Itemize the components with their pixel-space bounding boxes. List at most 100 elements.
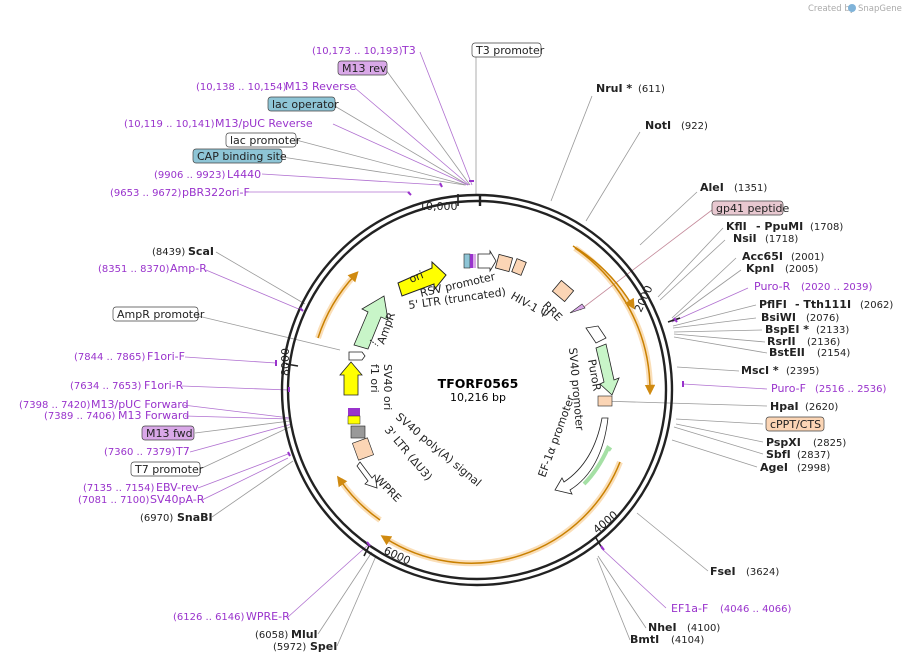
svg-text:(2133): (2133) [816,325,849,336]
feature-box[interactable]: AmpR promoter [112,306,205,322]
svg-text:(3624): (3624) [746,567,779,578]
feature-box[interactable]: T7 promoter [130,461,204,477]
svg-text:AmpR promoter: AmpR promoter [117,308,205,321]
enzyme-label[interactable]: AgeI (2998) [760,461,830,474]
svg-text:(7135 .. 7154): (7135 .. 7154) [83,483,155,494]
svg-text:(7634 .. 7653): (7634 .. 7653) [70,381,142,392]
orf-arcs [315,245,656,567]
svg-text:T7 promoter: T7 promoter [134,463,204,476]
tick-label: 4000 [591,508,621,536]
enzyme-label[interactable]: (5972) SpeI [273,640,337,653]
feature-box[interactable]: cPPT/CTS [765,416,825,432]
svg-text:MluI: MluI [291,628,318,641]
primer-label[interactable]: (7634 .. 7653) F1ori-R [70,379,184,392]
enzyme-label[interactable]: AleI (1351) [700,181,767,194]
svg-text:(4100): (4100) [687,623,720,634]
enzyme-label[interactable]: RsrII (2136) [767,335,840,348]
primer-label[interactable]: (10,173 .. 10,193) T3 [312,44,416,57]
primer-label[interactable]: (7389 .. 7406) M13 Forward [44,409,189,422]
ltr-feature [494,253,514,273]
enzyme-label[interactable]: NheI (4100) [648,621,720,634]
svg-text:(2136): (2136) [807,337,840,348]
svg-text:(2825): (2825) [813,438,846,449]
primer-label[interactable]: Puro-F (2516 .. 2536) [771,382,887,395]
feature-box[interactable]: lac operator [267,96,339,112]
svg-text:gp41 peptide: gp41 peptide [716,202,790,215]
puror-label: PuroR [585,358,603,392]
svg-text:SbfI: SbfI [766,448,791,461]
primer-label[interactable]: (7844 .. 7865) F1ori-F [74,350,185,363]
primer-label[interactable]: EF1a-F (4046 .. 4066) [671,602,792,615]
leader-lines [181,51,768,647]
enzyme-label[interactable]: FseI (3624) [710,565,779,578]
svg-text:M13/pUC Reverse: M13/pUC Reverse [215,117,313,130]
enzyme-label[interactable]: KflI - PpuMI (1708) [726,220,843,233]
svg-text:(10,138 .. 10,154): (10,138 .. 10,154) [196,82,287,93]
svg-text:NruI *: NruI * [596,82,632,95]
svg-text:(611): (611) [638,84,665,95]
feature-box[interactable]: M13 fwd [141,425,195,441]
svg-text:(9653 .. 9672): (9653 .. 9672) [110,188,182,199]
svg-text:(4104): (4104) [671,635,704,646]
svg-text:(7398 .. 7420): (7398 .. 7420) [19,400,91,411]
enzyme-label[interactable]: Acc65I (2001) [742,250,824,263]
feature-box[interactable]: gp41 peptide [711,200,790,216]
svg-text:BmtI: BmtI [630,633,659,646]
enzyme-label[interactable]: MscI * (2395) [741,364,819,377]
enzyme-label[interactable]: BsiWI (2076) [761,311,839,324]
plasmid-name: TFORF0565 [438,376,519,391]
enzyme-label[interactable]: BstEII (2154) [769,346,850,359]
enzyme-label[interactable]: HpaI (2620) [770,400,838,413]
psi-feature [511,258,527,276]
enzyme-label[interactable]: BspEI * (2133) [765,323,849,336]
primer-label[interactable]: (10,119 .. 10,141) M13/pUC Reverse [124,117,313,130]
svg-text:NheI: NheI [648,621,677,634]
snapgene-credit: Created by SnapGene [808,4,902,14]
enzyme-label[interactable]: (6970) SnaBI [140,511,213,524]
svg-text:EF1a-F: EF1a-F [671,602,708,615]
primer-label[interactable]: (9653 .. 9672) pBR322ori-F [110,186,250,199]
svg-text:cPPT/CTS: cPPT/CTS [770,418,821,431]
primer-label[interactable]: (7398 .. 7420) M13/pUC Forward [19,398,189,411]
snapgene-logo-icon [848,4,856,12]
svg-text:ScaI: ScaI [188,245,214,258]
svg-text:(922): (922) [681,121,708,132]
primer-label[interactable]: (7135 .. 7154) EBV-rev [83,481,199,494]
f1-ori-label: f1 ori [368,364,381,393]
primer-label[interactable]: (7081 .. 7100) SV40pA-R [78,493,205,506]
feature-box[interactable]: M13 rev [337,60,388,76]
feature-box[interactable]: CAP binding site [192,148,287,164]
svg-text:(2005): (2005) [785,264,818,275]
svg-text:CAP binding site: CAP binding site [197,150,287,163]
svg-text:(6970): (6970) [140,513,173,524]
enzyme-label[interactable]: PspXI (2825) [766,436,846,449]
svg-text:M13 Forward: M13 Forward [118,409,189,422]
svg-text:F1ori-R: F1ori-R [144,379,184,392]
primer-label[interactable]: (10,138 .. 10,154) M13 Reverse [196,80,356,93]
feature-box[interactable]: lac promoter [225,132,301,148]
enzyme-label[interactable]: KpnI (2005) [746,262,818,275]
svg-text:(2516 .. 2536): (2516 .. 2536) [815,384,887,395]
svg-text:(1351): (1351) [734,183,767,194]
enzyme-label[interactable]: PflFI - Tth111I (2062) [759,298,893,311]
enzyme-label[interactable]: NsiI (1718) [733,232,798,245]
svg-text:Amp-R: Amp-R [170,262,207,275]
svg-text:T3 promoter: T3 promoter [475,44,545,57]
primer-label[interactable]: Puro-R (2020 .. 2039) [754,280,873,293]
primer-label[interactable]: (6126 .. 6146) WPRE-R [173,610,290,623]
primer-label[interactable]: (7360 .. 7379) T7 [104,445,190,458]
enzyme-label[interactable]: BmtI (4104) [630,633,704,646]
primer-label[interactable]: (8351 .. 8370) Amp-R [98,262,207,275]
enzyme-label[interactable]: SbfI (2837) [766,448,830,461]
wpre-label: WPRE [372,473,404,505]
enzyme-label[interactable]: (6058) MluI [255,628,318,641]
enzyme-label[interactable]: NotI (922) [645,119,708,132]
svg-text:Puro-R: Puro-R [754,280,791,293]
feature-box[interactable]: T3 promoter [471,42,545,58]
enzyme-label[interactable]: NruI * (611) [596,82,665,95]
f1-ori-feature [339,361,363,396]
svg-text:- Tth111I: - Tth111I [795,298,851,311]
primer-label[interactable]: (9906 .. 9923) L4440 [154,168,261,181]
enzyme-label[interactable]: (8439) ScaI [152,245,214,258]
